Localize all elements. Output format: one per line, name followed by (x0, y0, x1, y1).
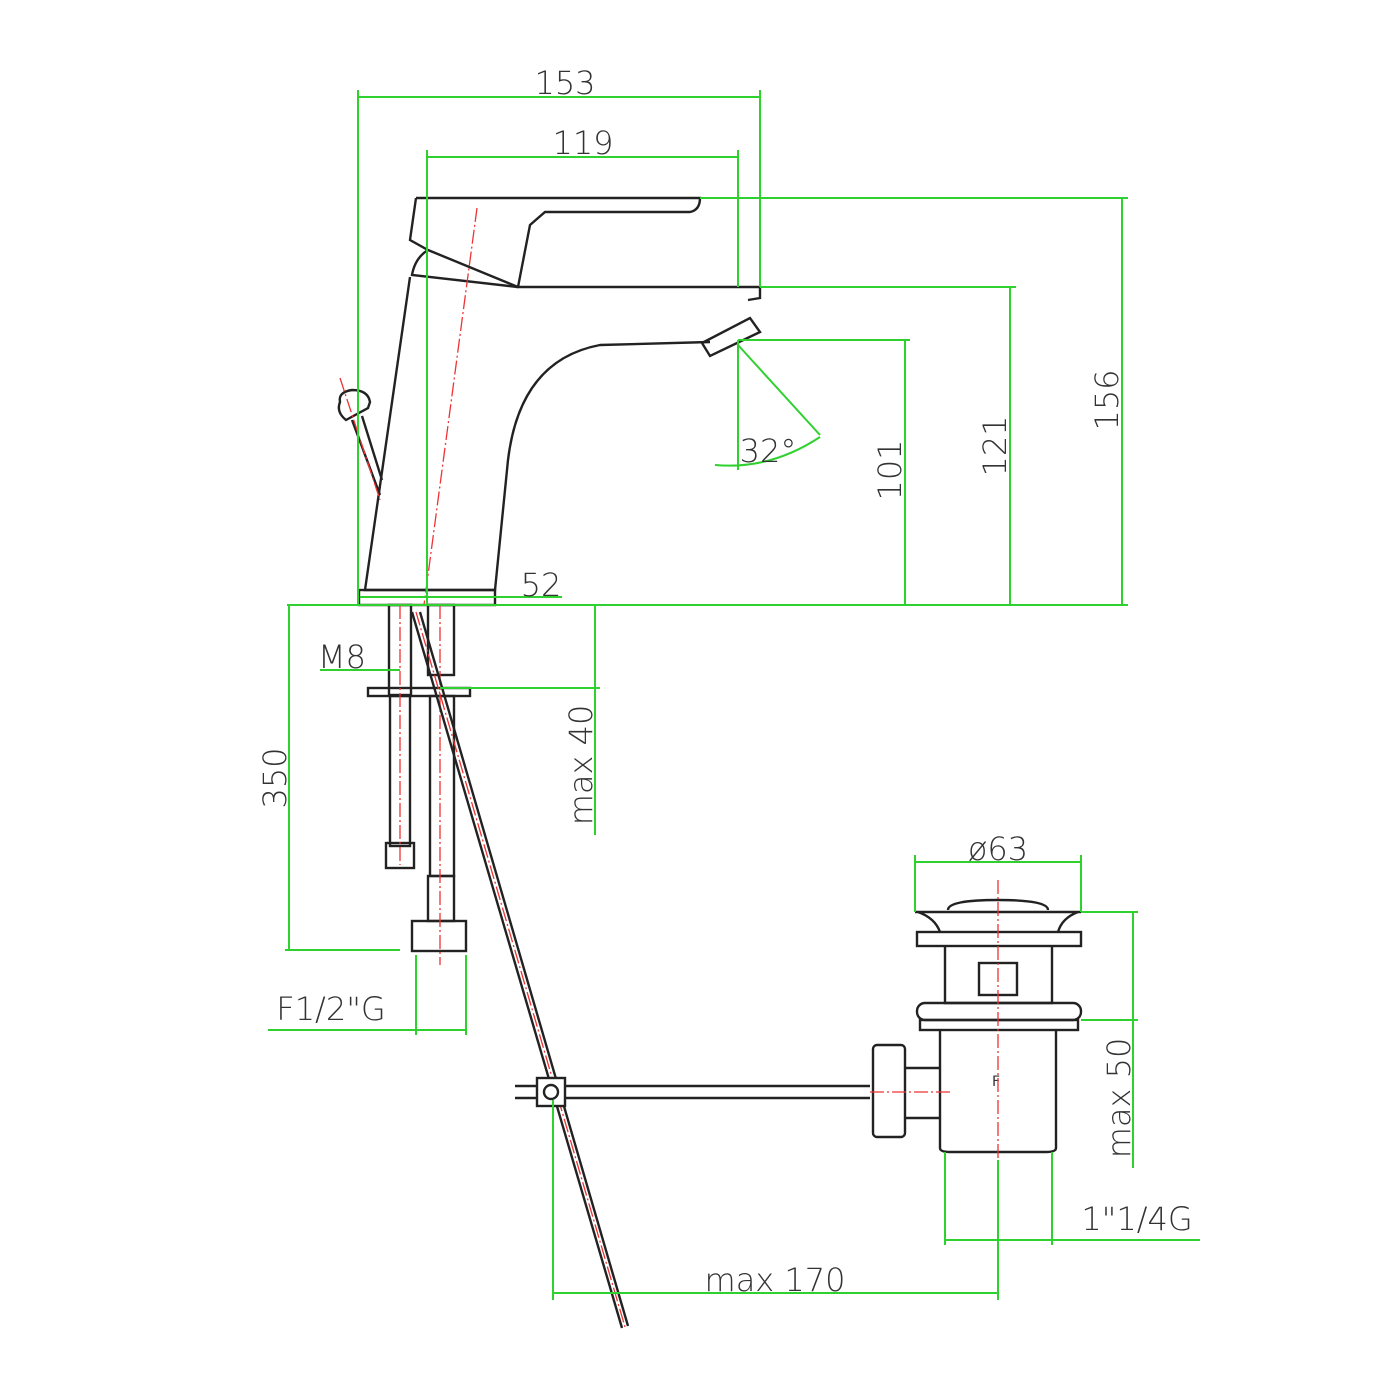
dim-drain-max-height: max 50 (1100, 1038, 1138, 1159)
dim-spout-reach: 119 (552, 124, 613, 162)
dim-rod-max-length: max 170 (705, 1261, 846, 1299)
dim-drain-thread: 1"1/4G (1081, 1200, 1192, 1238)
dim-overall-width: 153 (534, 64, 595, 102)
faucet-body (337, 196, 762, 607)
dimension-labels: 153 119 156 121 101 32° 52 M8 max 40 350… (256, 64, 1193, 1299)
pop-up-drain: F (870, 880, 1083, 1168)
dimension-lines (268, 90, 1200, 1300)
supply-fittings (366, 603, 870, 1329)
dim-max-deck-thickness: max 40 (562, 705, 600, 826)
dim-outlet-height: 101 (871, 439, 909, 500)
dim-stud-thread: M8 (318, 638, 366, 676)
dim-base-width: 52 (521, 566, 562, 604)
dim-spout-top-height: 121 (976, 415, 1014, 476)
dim-hose-connection: F1/2"G (276, 990, 385, 1028)
dim-total-height: 156 (1088, 369, 1126, 430)
pop-up-knob (337, 388, 372, 422)
dim-outlet-angle: 32° (740, 432, 797, 470)
drain-marking: F (992, 1074, 1000, 1090)
aerator (700, 316, 762, 358)
dim-drain-diameter: ø63 (968, 830, 1028, 868)
dim-hose-length: 350 (256, 747, 294, 808)
